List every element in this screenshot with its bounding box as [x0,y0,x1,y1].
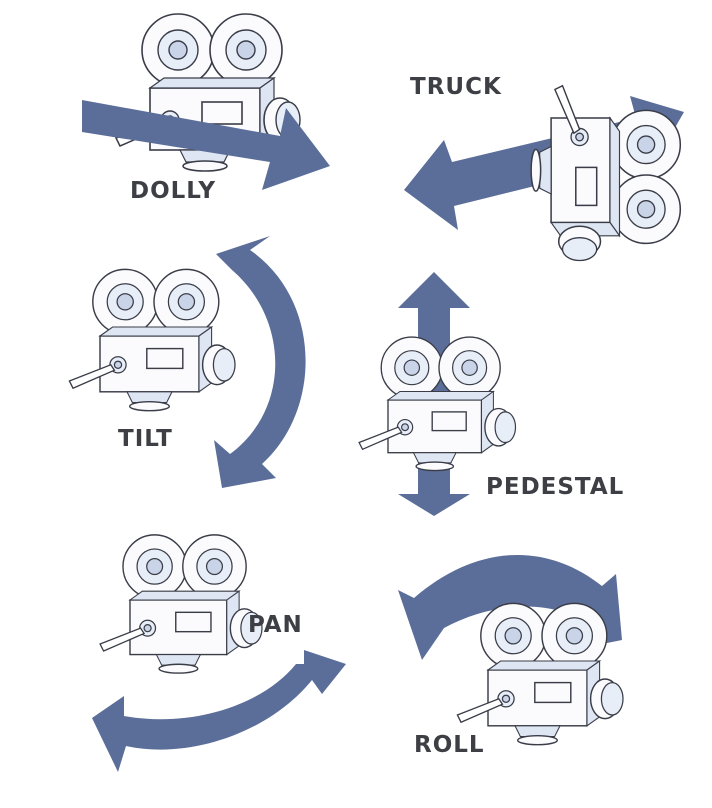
pedestal-panel: PEDESTAL [358,272,624,516]
truck-label: TRUCK [410,74,502,100]
dolly-arrow-icon [82,98,330,190]
pan-label: PAN [248,612,303,638]
tilt-panel: TILT [68,236,306,488]
pedestal-label: PEDESTAL [486,474,624,500]
roll-panel: ROLL [398,554,624,758]
pan-arrow-icon [92,650,346,772]
dolly-label: DOLLY [130,178,216,204]
tilt-camera-icon [68,268,236,412]
roll-camera-icon [456,602,624,746]
truck-camera-icon [530,84,682,262]
pan-panel: PAN [92,534,346,772]
roll-label: ROLL [414,732,485,758]
truck-panel: TRUCK [404,74,684,262]
roll-arrow-icon [398,554,622,660]
tilt-arrow-icon [214,236,306,488]
tilt-label: TILT [118,426,173,452]
pedestal-camera-icon [358,336,517,472]
dolly-panel: DOLLY [82,13,330,204]
pan-camera-icon [99,534,263,674]
